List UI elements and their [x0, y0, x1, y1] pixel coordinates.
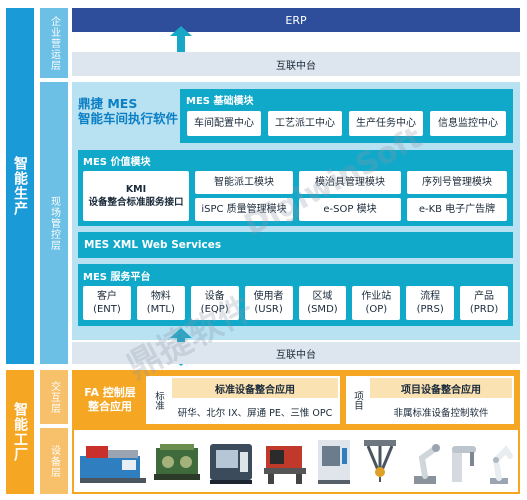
project-title: 项目设备整合应用 — [370, 378, 512, 398]
service-item-code: (PRS) — [416, 304, 444, 315]
equipment-layer-bar: 设备层 — [40, 428, 68, 494]
basic-item: 信息监控中心 — [430, 111, 506, 136]
standard-desc: 研华、北尔 IX、屏通 PE、三惟 OPC — [177, 408, 333, 419]
delta-robot-icon — [358, 436, 402, 486]
service-item-name: 产品 — [474, 291, 495, 302]
value-item: e-KB 电子广告牌 — [407, 198, 507, 221]
project-tag: 项目 — [352, 390, 363, 410]
service-item-code: (SMD) — [307, 304, 338, 315]
standard-tag: 标准 — [153, 390, 164, 410]
erp-label: ERP — [285, 13, 307, 27]
project-block: 项目 项目设备整合应用 非属标准设备控制软件 — [346, 376, 514, 424]
brand-line1: 鼎捷 MES — [78, 96, 138, 111]
equipment-row — [74, 430, 518, 492]
service-item-name: 设备 — [204, 291, 225, 302]
value-item: 模治具管理模块 — [299, 171, 401, 194]
six-axis-robot-icon — [482, 436, 516, 486]
value-item: e-SOP 模块 — [299, 198, 401, 221]
service-item: 使用者 (USR) — [244, 286, 293, 320]
service-item-code: (OP) — [365, 304, 388, 315]
smart-production-bar: 智能生产 — [6, 8, 34, 364]
cnc-lathe-icon — [206, 438, 256, 486]
service-item: 物料 (MTL) — [136, 286, 185, 320]
standard-block: 标准 标准设备整合应用 研华、北尔 IX、屏通 PE、三惟 OPC — [146, 376, 340, 424]
smart-factory-label: 智能工厂 — [12, 402, 28, 462]
service-item-name: 物料 — [150, 291, 171, 302]
erp-bar: ERP — [72, 8, 520, 32]
equipment-layer-label: 设备层 — [48, 444, 60, 478]
smart-factory-bar: 智能工厂 — [6, 370, 34, 494]
kmi-box: KMI 设备整合标准服务接口 — [83, 171, 189, 221]
standard-title: 标准设备整合应用 — [172, 378, 338, 398]
service-item-name: 区域 — [312, 291, 333, 302]
fa-title: FA 控制层 整合应用 — [76, 386, 144, 414]
basic-module: MES 基础模块 车间配置中心 工艺派工中心 生产任务中心 信息监控中心 — [180, 89, 513, 143]
textile-machine-icon — [152, 440, 202, 484]
enterprise-layer-bar: 企业营运层 — [40, 8, 68, 78]
hub-bottom-label: 互联中台 — [276, 349, 316, 361]
scara-robot-icon — [446, 436, 480, 486]
hub-bottom-bar: 互联中台 — [72, 342, 520, 364]
site-layer-bar: 现场管控层 — [40, 82, 68, 364]
service-item-name: 使用者 — [253, 291, 284, 302]
service-item-code: (ENT) — [93, 304, 121, 315]
injection-molding-machine-icon — [78, 436, 148, 486]
service-item: 客户 (ENT) — [83, 286, 131, 320]
hub-top-label: 互联中台 — [276, 60, 316, 72]
hub-top-bar: 互联中台 — [72, 52, 520, 76]
value-item: iSPC 质量管理模块 — [195, 198, 293, 221]
value-module-header: MES 价值模块 — [83, 157, 151, 168]
smart-production-label: 智能生产 — [12, 156, 28, 216]
service-item-name: 客户 — [96, 291, 117, 302]
enterprise-layer-label: 企业营运层 — [48, 15, 60, 71]
value-module: MES 价值模块 KMI 设备整合标准服务接口 智能派工模块 模治具管理模块 序… — [78, 150, 513, 226]
basic-item: 生产任务中心 — [349, 111, 423, 136]
kmi-line2: 设备整合标准服务接口 — [88, 197, 184, 208]
basic-item: 工艺派工中心 — [268, 111, 342, 136]
service-item-name: 作业站 — [361, 291, 392, 302]
band-saw-icon — [260, 438, 310, 486]
robot-arm-icon — [406, 436, 444, 486]
interaction-layer-bar: 交互层 — [40, 370, 68, 424]
service-item-code: (MTL) — [146, 304, 175, 315]
service-item: 流程 (PRS) — [406, 286, 455, 320]
basic-item: 车间配置中心 — [187, 111, 261, 136]
service-item-code: (EQP) — [200, 304, 229, 315]
service-item: 产品 (PRD) — [460, 286, 508, 320]
service-item: 区域 (SMD) — [298, 286, 347, 320]
basic-module-header: MES 基础模块 — [186, 96, 254, 107]
service-item-code: (USR) — [254, 304, 283, 315]
fa-title-line1: FA 控制层 — [84, 386, 136, 399]
project-desc: 非属标准设备控制软件 — [393, 408, 489, 419]
site-layer-label: 现场管控层 — [48, 195, 60, 251]
service-item-name: 流程 — [420, 291, 441, 302]
machining-center-icon — [314, 436, 354, 486]
xml-web-services-label: MES XML Web Services — [84, 239, 222, 251]
service-item: 作业站 (OP) — [352, 286, 401, 320]
service-item-code: (PRD) — [469, 304, 499, 315]
service-item: 设备 (EQP) — [190, 286, 239, 320]
value-item: 序列号管理模块 — [407, 171, 507, 194]
brand-line2: 智能车间执行软件 — [78, 111, 179, 126]
service-platform-header: MES 服务平台 — [83, 272, 151, 283]
xml-web-services-bar: MES XML Web Services — [78, 232, 513, 258]
interaction-layer-label: 交互层 — [48, 380, 60, 414]
kmi-line1: KMI — [125, 184, 147, 195]
service-platform: MES 服务平台 客户 (ENT) 物料 (MTL) 设备 (EQP) 使用者 (USR) 区域… — [78, 264, 513, 326]
value-item: 智能派工模块 — [195, 171, 293, 194]
fa-title-line2: 整合应用 — [88, 400, 132, 413]
brand-title: 鼎捷 MES 智能车间执行软件 — [78, 96, 182, 126]
